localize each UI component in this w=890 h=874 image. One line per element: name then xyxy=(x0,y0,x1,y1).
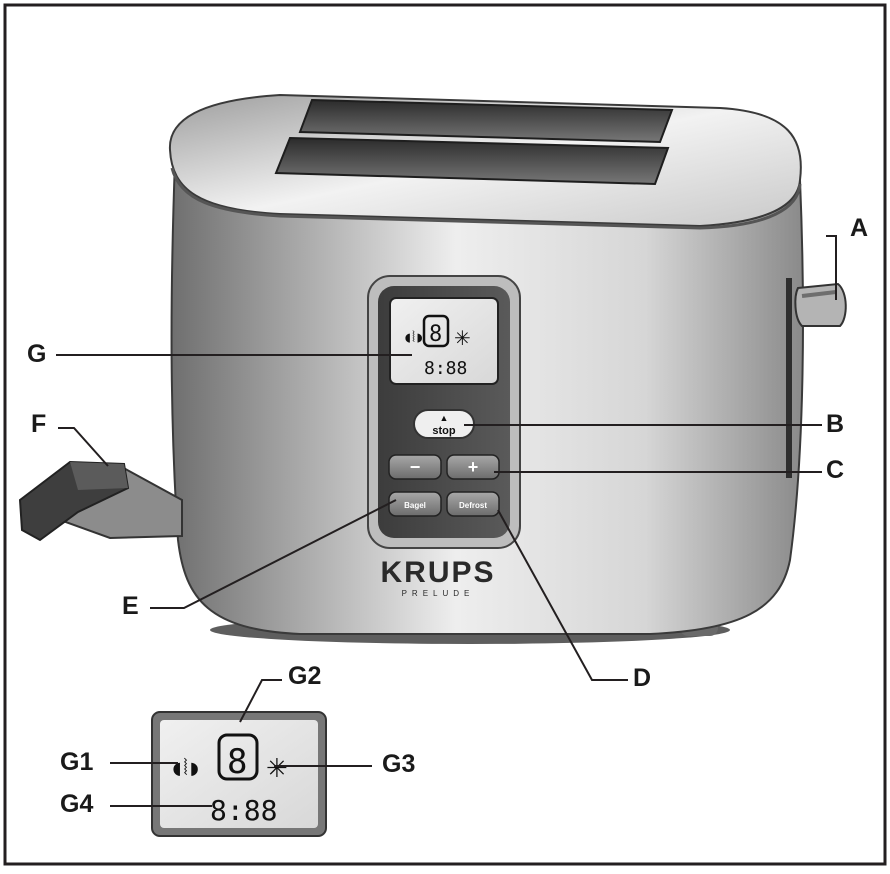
leader-line-e xyxy=(150,499,397,609)
callout-g3: G3 xyxy=(382,750,416,778)
enlarged-display: ◖⦚◗ 8 ✳ 8:88 xyxy=(151,711,327,837)
lift-lever[interactable] xyxy=(794,282,847,327)
eject-icon: ▲ xyxy=(440,413,449,423)
plus-button-label: + xyxy=(468,457,479,477)
snowflake-icon: ✳ xyxy=(454,328,471,350)
lever-slot xyxy=(786,278,792,478)
leader-line-f xyxy=(58,427,109,467)
minus-button[interactable] xyxy=(388,454,442,480)
enlarged-bread-icon xyxy=(217,733,259,781)
crumb-tray[interactable] xyxy=(18,460,183,542)
defrost-button[interactable] xyxy=(446,491,500,517)
leader-lines xyxy=(56,235,837,807)
toaster-top-rim xyxy=(170,167,802,230)
lift-lever-edge xyxy=(801,290,837,298)
bread-icon xyxy=(422,314,450,348)
minus-button-label: − xyxy=(410,457,421,477)
enlarged-display-screen xyxy=(160,720,318,828)
bagel-icon: ◖⦚◗ xyxy=(403,328,424,346)
callout-d: D xyxy=(633,664,652,692)
enlarged-bagel-icon: ◖⦚◗ xyxy=(170,756,201,781)
callout-g4: G4 xyxy=(60,790,94,818)
callout-e: E xyxy=(122,592,139,620)
frame-border xyxy=(3,3,887,866)
plus-button[interactable] xyxy=(446,454,500,480)
bread-slot-front xyxy=(274,136,670,186)
callout-g2: G2 xyxy=(288,662,322,690)
bread-slot-rear xyxy=(298,98,674,144)
leader-line-a xyxy=(826,235,837,300)
callout-b: B xyxy=(826,410,845,438)
callout-c: C xyxy=(826,456,845,484)
brand-logo: KRUPS xyxy=(380,556,495,589)
leader-line-g2 xyxy=(239,679,282,723)
bagel-button-label: Bagel xyxy=(404,501,426,510)
enlarged-browning-level: 8 xyxy=(227,742,247,782)
callout-f: F xyxy=(31,410,47,438)
callout-g1: G1 xyxy=(60,748,94,776)
stop-button-label: stop xyxy=(432,425,456,437)
enlarged-snowflake-icon: ✳ xyxy=(266,753,288,783)
leader-line-d xyxy=(497,509,628,681)
defrost-button-label: Defrost xyxy=(459,501,487,510)
model-name: PRELUDE xyxy=(402,589,475,598)
callout-g: G xyxy=(27,340,47,368)
display-time: 8:88 xyxy=(424,358,467,379)
enlarged-time: 8:88 xyxy=(210,794,277,827)
toaster: ◖⦚◗ 8 ✳ 8:88 ▲ stop − + Bagel Defrost KR… xyxy=(18,93,847,644)
callout-a: A xyxy=(850,214,869,242)
crumb-tray-handle-top xyxy=(70,462,128,490)
control-panel-display xyxy=(389,297,499,385)
display-browning-level: 8 xyxy=(429,322,442,347)
